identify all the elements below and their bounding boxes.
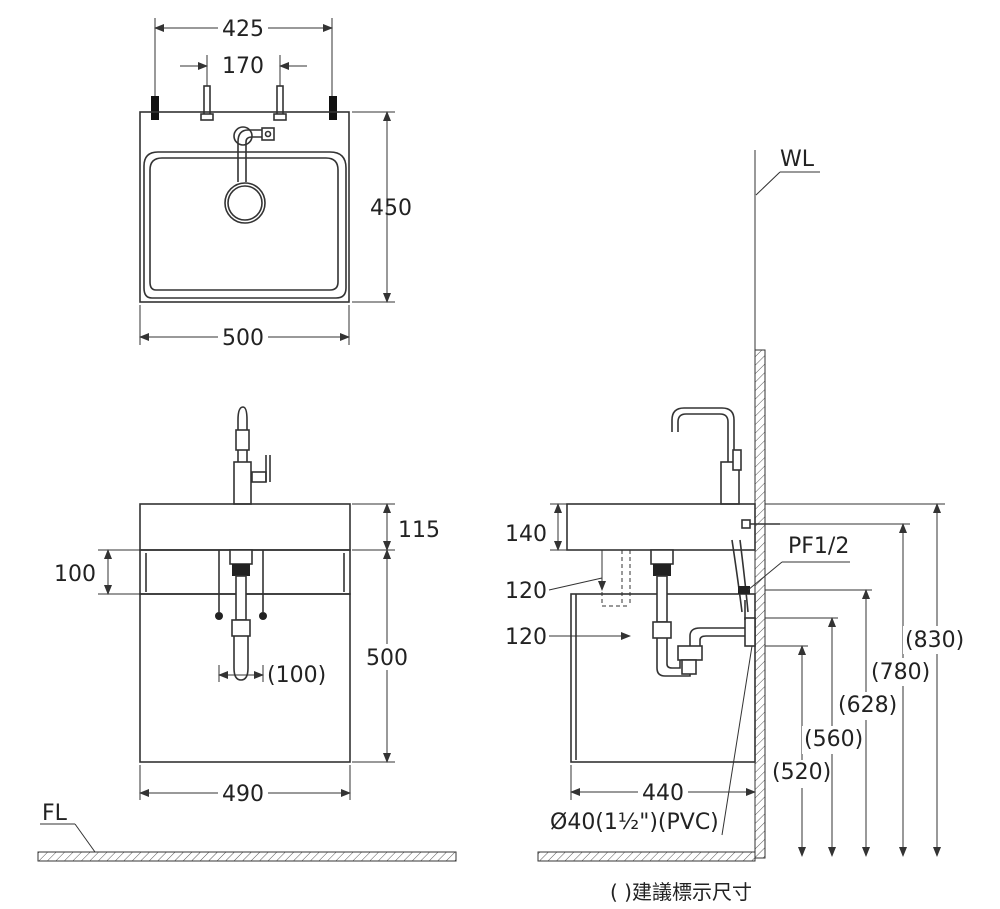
dim-170: 170 bbox=[222, 54, 264, 79]
dim-830: (830) bbox=[905, 628, 964, 653]
front-view: 115 100 500 (100) 490 FL bbox=[37, 406, 457, 862]
dim-490: 490 bbox=[222, 782, 264, 807]
dim-500-top: 500 bbox=[222, 326, 264, 351]
dim-100: 100 bbox=[54, 562, 96, 587]
dim-115: 115 bbox=[398, 518, 440, 543]
dim-140: 140 bbox=[505, 522, 547, 547]
dim-450: 450 bbox=[370, 196, 412, 221]
dim-500-cabinet: 500 bbox=[366, 646, 408, 671]
top-view: 425 170 450 bbox=[139, 14, 412, 351]
dim-780: (780) bbox=[871, 660, 930, 685]
drain-pipe-label: Ø40(1½")(PVC) bbox=[550, 810, 719, 835]
dim-520: (520) bbox=[772, 760, 831, 785]
dim-drain-100: (100) bbox=[267, 663, 326, 688]
footnote: ( )建議標示尺寸 bbox=[610, 880, 752, 904]
dim-425: 425 bbox=[222, 17, 264, 42]
side-view: WL 140 bbox=[505, 147, 964, 904]
dim-120-upper: 120 bbox=[505, 579, 547, 604]
dim-120-lower: 120 bbox=[505, 625, 547, 650]
dim-628: (628) bbox=[838, 693, 897, 718]
floor-label: FL bbox=[42, 801, 68, 826]
wall-label: WL bbox=[780, 147, 815, 172]
dim-440: 440 bbox=[642, 781, 684, 806]
supply-label: PF1/2 bbox=[788, 534, 849, 559]
dim-560: (560) bbox=[804, 727, 863, 752]
